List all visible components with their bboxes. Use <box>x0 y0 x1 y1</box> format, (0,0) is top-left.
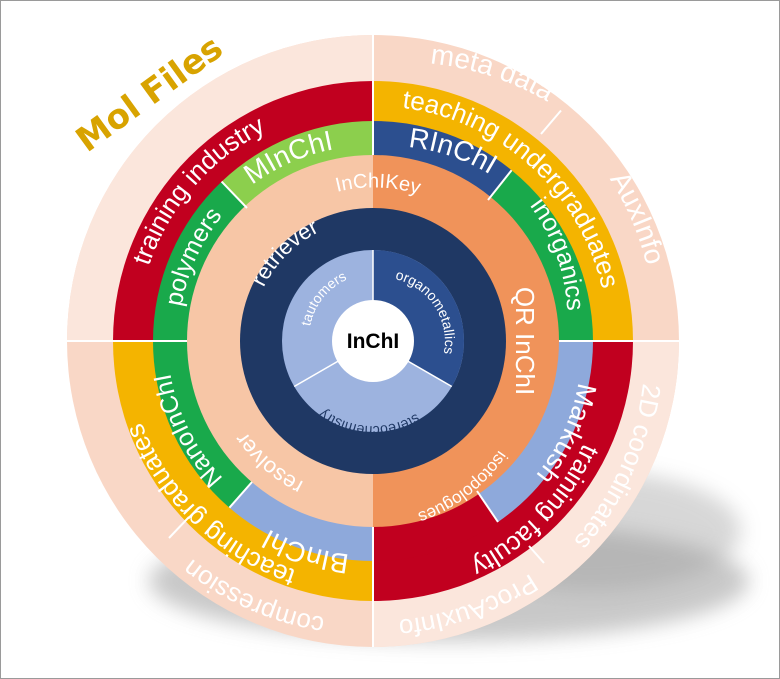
center-circle <box>332 300 414 382</box>
rings <box>67 35 679 647</box>
label-qr-inchi: QR InChI <box>510 287 540 395</box>
center-label: InChI <box>347 330 400 353</box>
ring-dividers <box>67 35 679 647</box>
